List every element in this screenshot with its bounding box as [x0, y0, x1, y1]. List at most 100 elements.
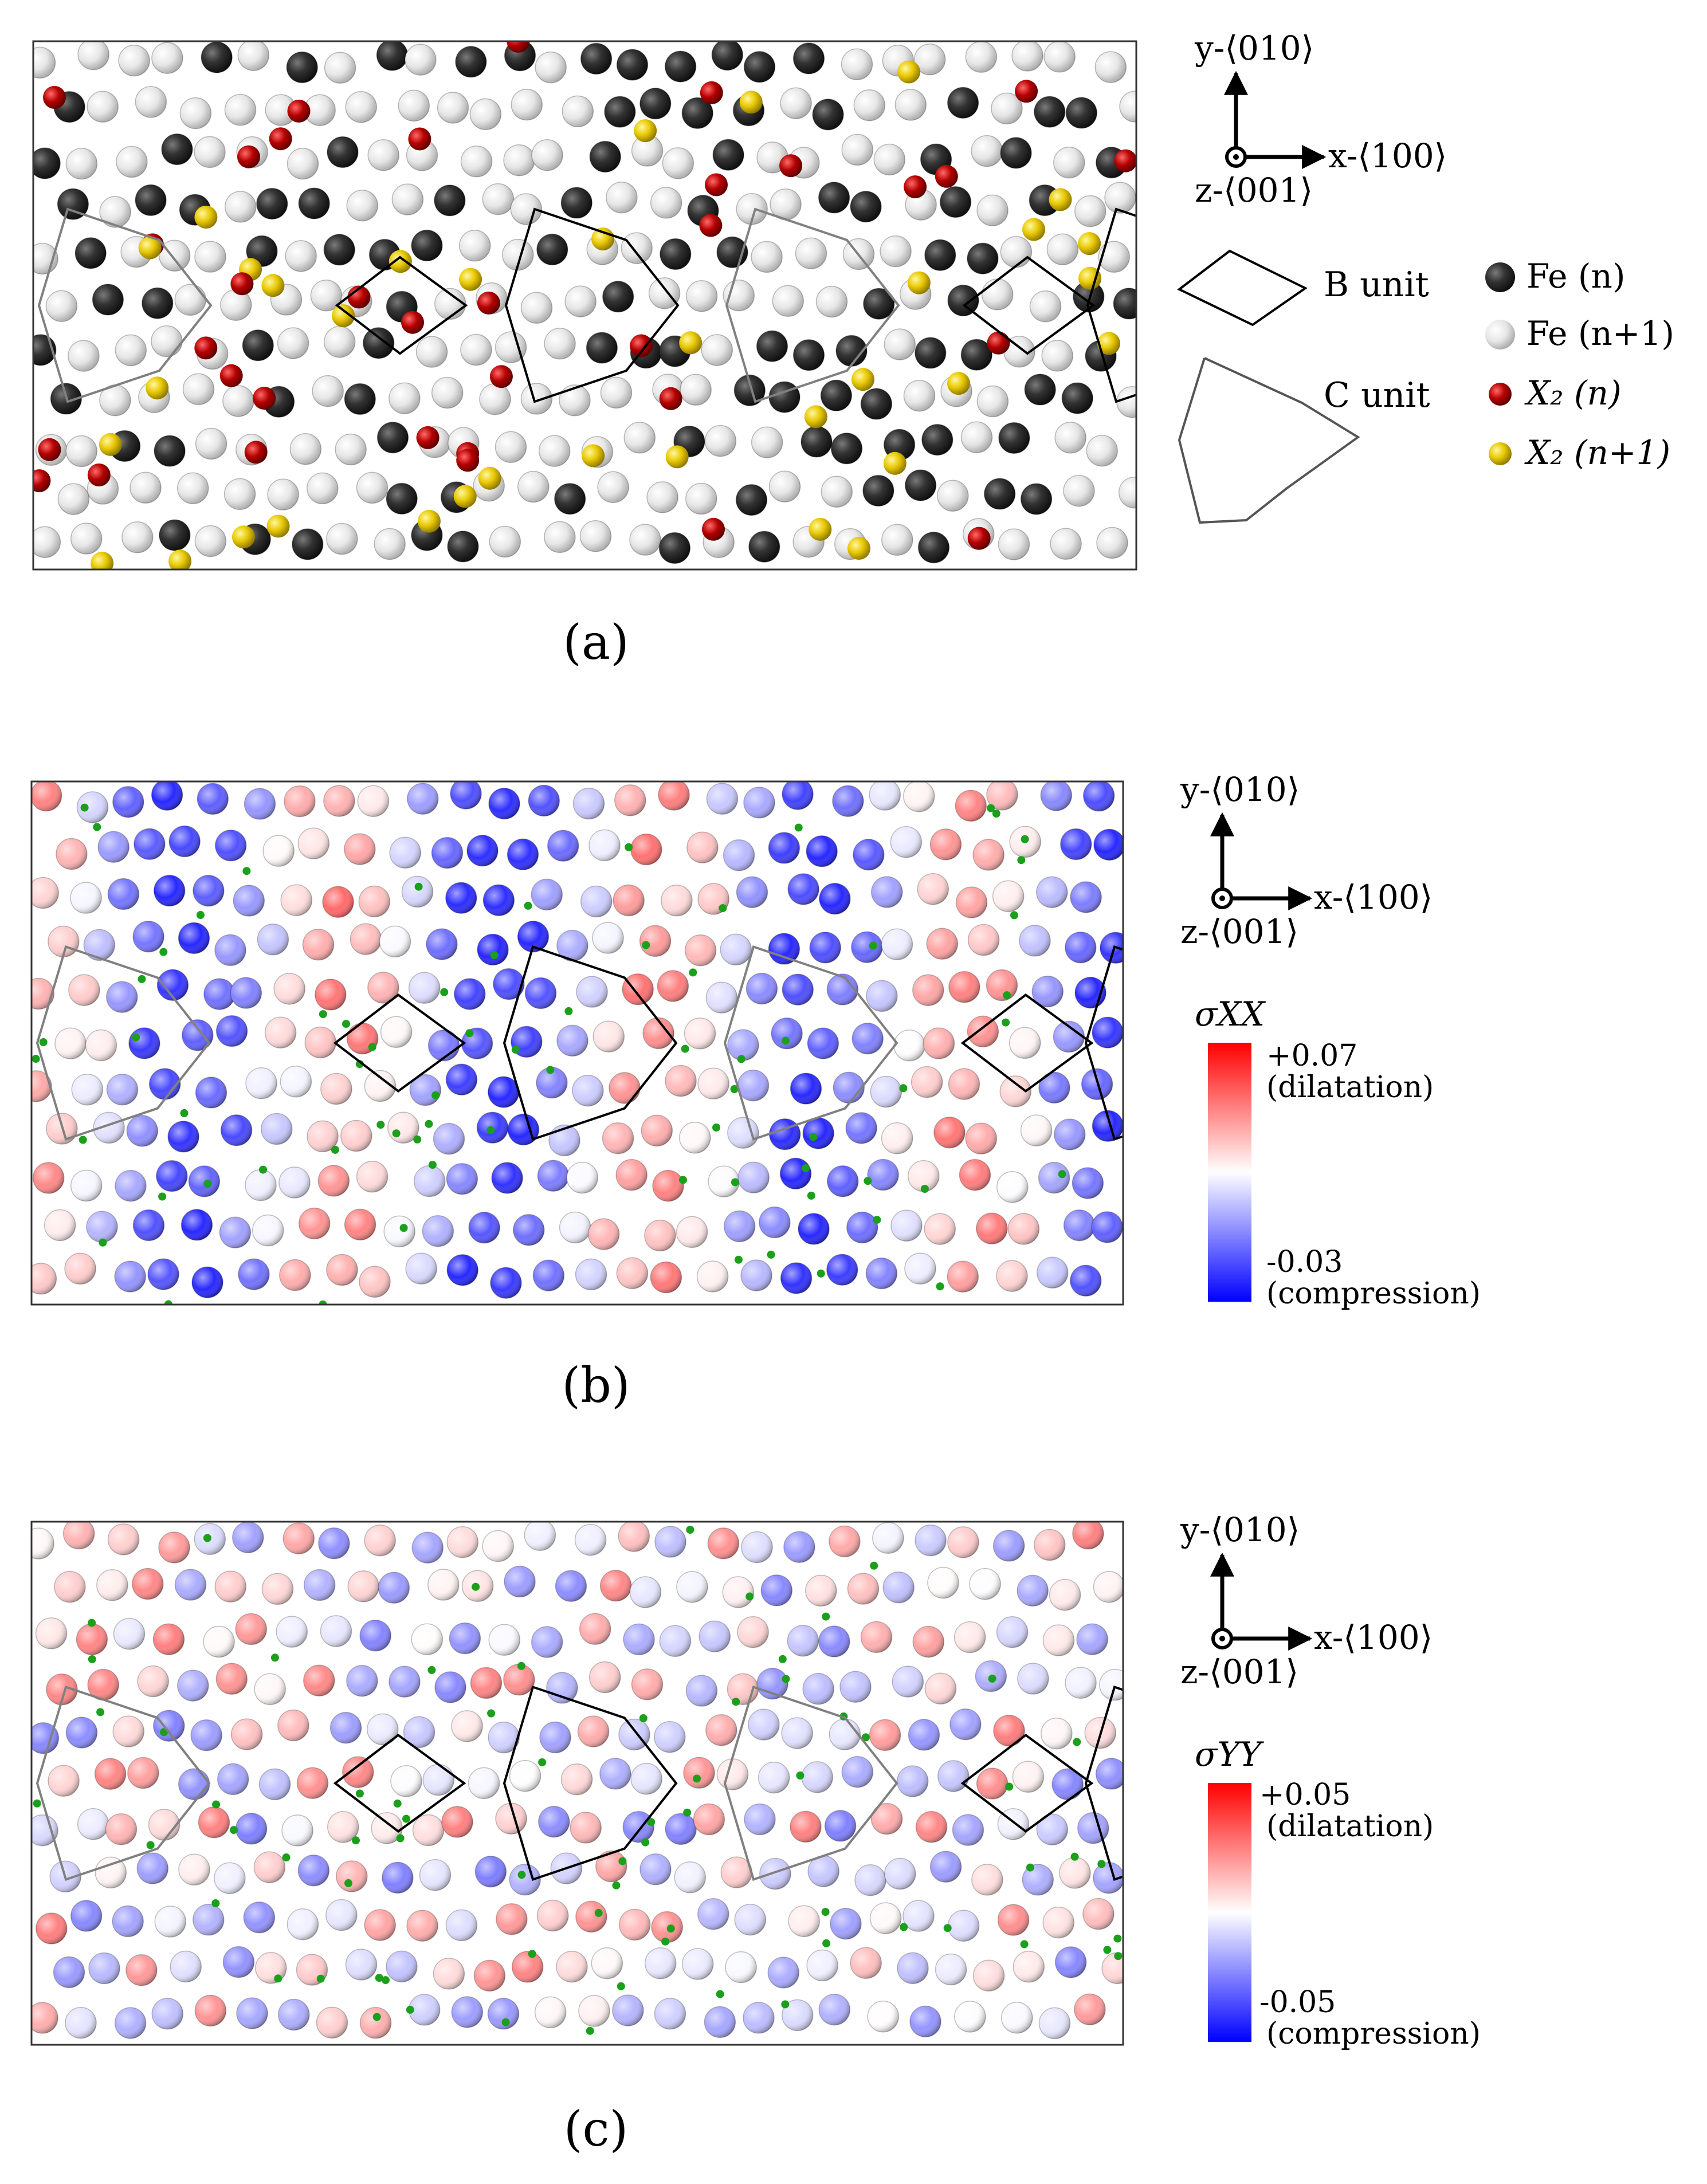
- x2-atom: [389, 250, 412, 273]
- atom-shading: [89, 1953, 120, 1984]
- x2-marker: [538, 1758, 547, 1766]
- atom-shading: [870, 1903, 901, 1934]
- atom-shading: [705, 1714, 737, 1746]
- atom-shading: [868, 2001, 899, 2032]
- x2-marker: [80, 803, 89, 812]
- atom-shading: [897, 1953, 928, 1984]
- atom-shading: [1009, 1027, 1041, 1059]
- atom: [434, 184, 466, 217]
- atom-shading: [32, 2002, 58, 2033]
- atom: [538, 435, 571, 467]
- atom: [564, 285, 597, 317]
- atom-shading: [852, 1023, 884, 1054]
- x2-marker: [511, 1046, 520, 1054]
- atom-shading: [881, 1122, 913, 1154]
- atom-shading: [780, 1262, 812, 1294]
- x2-marker: [943, 1924, 952, 1932]
- x2-marker: [319, 1300, 327, 1305]
- x2-marker: [693, 1774, 701, 1783]
- atom-shading: [428, 1030, 460, 1061]
- atom-shading: [559, 1212, 591, 1243]
- colorbar-c-gradient: [1208, 1783, 1251, 2042]
- x2-marker: [93, 823, 101, 831]
- atom-shading: [623, 1811, 654, 1843]
- atom-shading: [193, 1904, 224, 1935]
- atom-shading: [1072, 1168, 1104, 1199]
- atom: [194, 241, 226, 273]
- x2-atom: [659, 387, 682, 410]
- atom-shading: [911, 1066, 943, 1098]
- atom-shading: [1038, 1162, 1070, 1193]
- atom: [346, 190, 379, 222]
- atom-shading: [589, 830, 620, 861]
- colorbar-b-max: +0.07: [1266, 1039, 1357, 1073]
- x2-marker: [683, 1808, 692, 1817]
- atom: [815, 285, 848, 318]
- atom-shading: [113, 1716, 144, 1747]
- atom-shading: [832, 785, 864, 817]
- atom-shading: [360, 1620, 391, 1651]
- atom-shading: [908, 1719, 940, 1750]
- atom: [458, 230, 491, 262]
- x2-marker: [99, 1238, 107, 1247]
- atom: [544, 328, 576, 360]
- atom: [502, 239, 534, 271]
- atom: [733, 374, 766, 407]
- atom: [367, 139, 399, 171]
- atom-shading: [359, 1266, 390, 1298]
- atom-shading: [238, 1259, 269, 1290]
- x2-marker: [681, 1044, 689, 1053]
- atom: [324, 52, 356, 84]
- atom-shading: [535, 1997, 566, 2028]
- atom-shading: [330, 1712, 362, 1743]
- atom-shading: [182, 1019, 213, 1051]
- atom-shading: [508, 1114, 539, 1145]
- atom-shading: [720, 934, 752, 965]
- atom-shading: [996, 1171, 1028, 1203]
- atom-shading: [54, 1571, 85, 1602]
- atom-shading: [761, 1574, 792, 1606]
- x2-marker: [920, 1185, 929, 1193]
- atom-shading: [897, 1766, 928, 1797]
- x2-marker: [822, 1612, 830, 1621]
- atom-shading: [976, 1213, 1007, 1244]
- atom-shading: [890, 826, 922, 858]
- x2-marker: [782, 1036, 790, 1045]
- x2-atom: [253, 387, 276, 410]
- atom-shading: [693, 1804, 725, 1835]
- atom-shading: [955, 790, 987, 822]
- x2-marker: [1020, 1940, 1029, 1949]
- atom-shading: [910, 2006, 941, 2037]
- x2-n1-legend-icon: [1489, 442, 1512, 465]
- panel-a: (a): [32, 40, 1137, 670]
- unit-outline: [333, 993, 466, 1093]
- x2-atom: [847, 537, 870, 560]
- atom-shading: [883, 1572, 915, 1603]
- x2-marker: [822, 1939, 831, 1947]
- atom-shading: [851, 932, 882, 963]
- x2-atom: [266, 514, 290, 538]
- atom-shading: [937, 1761, 969, 1792]
- atom: [1086, 434, 1118, 467]
- atom-shading: [216, 1015, 248, 1047]
- atom: [151, 325, 183, 358]
- x2-marker: [517, 1871, 526, 1879]
- atom: [881, 524, 913, 556]
- atom-shading: [315, 979, 346, 1010]
- z-axis-label: z-⟨001⟩: [1180, 912, 1298, 951]
- atom-shading: [555, 1570, 587, 1602]
- x2-marker: [342, 1020, 350, 1028]
- atom-shading: [233, 885, 265, 917]
- atom: [376, 421, 409, 454]
- atom: [1024, 374, 1056, 406]
- panel-a-caption: (a): [563, 614, 629, 670]
- atom: [154, 435, 186, 467]
- atom-shading: [342, 1757, 374, 1788]
- atom: [853, 89, 886, 121]
- atom-shading: [768, 1957, 799, 1988]
- atom-shading: [257, 924, 289, 955]
- atom-shading: [446, 1163, 478, 1195]
- atom-shading: [469, 1212, 500, 1243]
- atom-shading: [968, 924, 999, 956]
- atom-shading: [653, 1170, 684, 1201]
